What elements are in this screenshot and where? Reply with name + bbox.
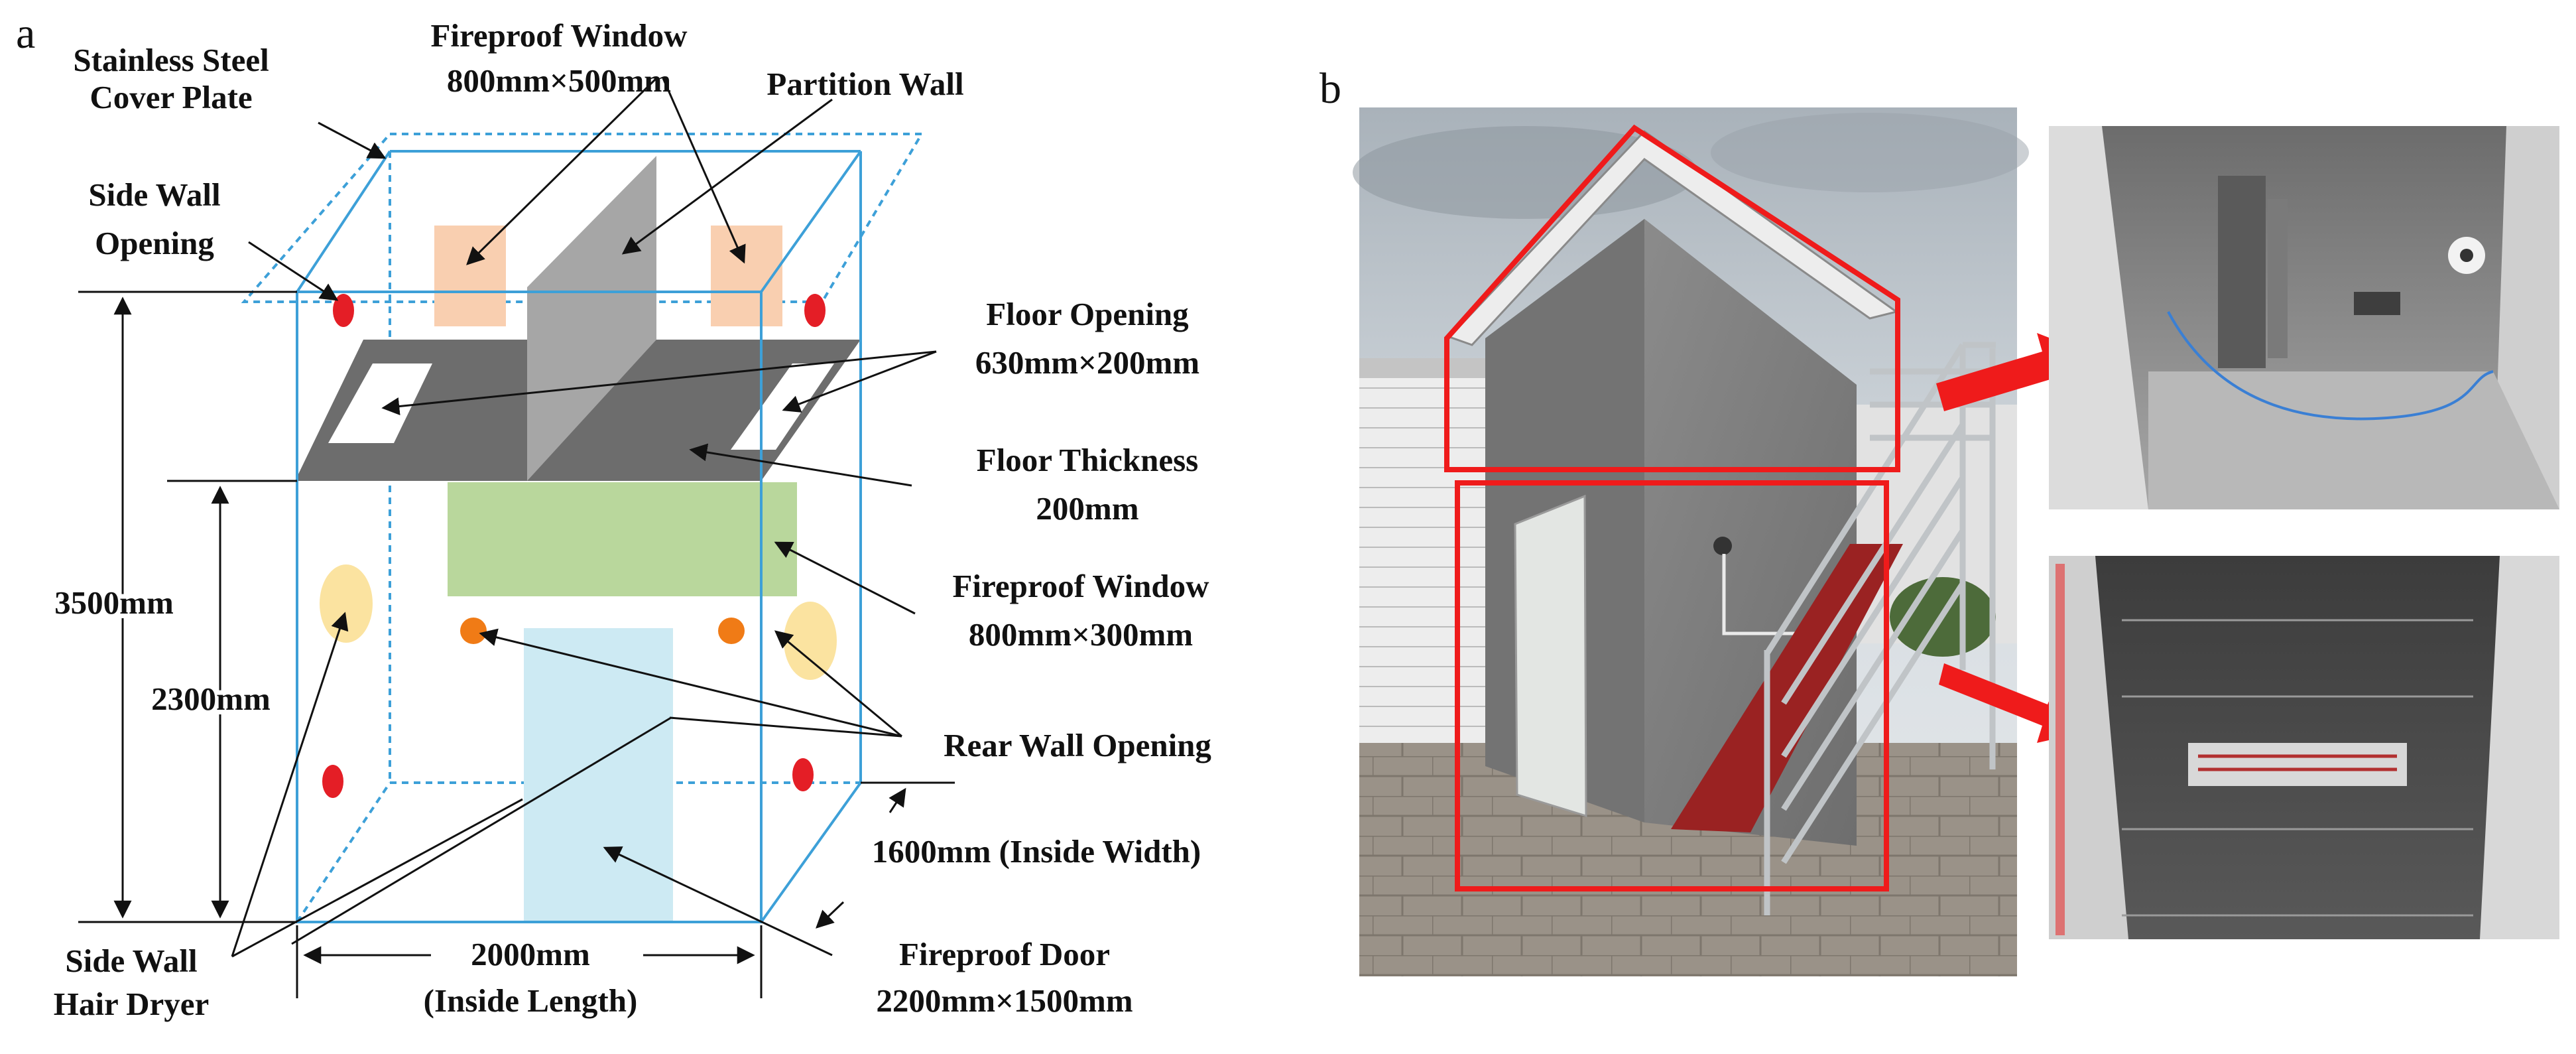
fireproof-window-top-left xyxy=(434,226,506,326)
rear-wall-opening-right xyxy=(718,618,745,644)
label-side-wall-opening-line2: Opening xyxy=(95,225,214,261)
photo-upper-room xyxy=(2049,126,2559,509)
label-floor-opening-line2: 630mm×200mm xyxy=(975,344,1199,381)
label-height-total: 3500mm xyxy=(54,584,174,621)
label-partition-wall: Partition Wall xyxy=(767,66,963,102)
label-floor-thickness-line1: Floor Thickness xyxy=(977,442,1198,478)
label-window-bottom-line2: 800mm×300mm xyxy=(969,616,1193,653)
label-inside-width: 1600mm (Inside Width) xyxy=(872,833,1201,870)
label-floor-thickness-line2: 200mm xyxy=(1036,490,1138,527)
label-rear-wall-opening: Rear Wall Opening xyxy=(944,727,1211,763)
label-fireproof-door-line2: 2200mm×1500mm xyxy=(876,982,1133,1019)
fireproof-door xyxy=(524,628,673,923)
label-window-top-line2: 800mm×500mm xyxy=(447,62,671,99)
label-window-bottom-line1: Fireproof Window xyxy=(952,568,1209,604)
svg-text:2000mm(Inside Length): 2000mm (Inside Length) xyxy=(424,936,638,1019)
stainless-steel-cover-plate xyxy=(241,133,924,303)
label-floor-opening-line1: Floor Opening xyxy=(986,296,1189,332)
side-wall-opening-top-left xyxy=(333,294,354,327)
label-cover-plate-line1: Stainless Steel xyxy=(73,42,269,78)
label-inside-length-line1: 2000mm xyxy=(471,936,590,972)
lower-room-highlight xyxy=(1455,480,1889,891)
label-window-top-line1: Fireproof Window xyxy=(430,17,688,54)
panel-letter-b: b xyxy=(1319,64,1341,113)
photo-lower-room xyxy=(2049,556,2559,939)
side-wall-hair-dryer-right xyxy=(784,602,837,680)
label-hair-dryer-line2: Hair Dryer xyxy=(54,986,209,1022)
upper-room-highlight xyxy=(1444,124,1900,472)
label-side-wall-opening-line1: Side Wall xyxy=(88,176,220,213)
panel-letter-a: a xyxy=(16,9,35,58)
leader-arrows xyxy=(231,77,937,958)
label-height-lower: 2300mm xyxy=(151,681,271,717)
box-front-edges xyxy=(296,150,862,923)
label-fireproof-door-line1: Fireproof Door xyxy=(899,936,1110,972)
side-wall-hair-dryer-left xyxy=(320,564,373,643)
floor-opening-left xyxy=(328,363,432,443)
label-hair-dryer-line1: Side Wall xyxy=(65,943,197,979)
side-wall-opening-top-right xyxy=(804,294,826,327)
label-cover-plate-line2: Cover Plate xyxy=(90,79,252,115)
fireproof-window-bottom xyxy=(448,482,797,596)
dimension-lines xyxy=(78,291,955,998)
rear-wall-opening-left xyxy=(460,618,487,644)
fireproof-window-top-right xyxy=(711,226,782,326)
photo-exterior xyxy=(1353,107,2029,976)
label-inside-length-line2: (Inside Length) xyxy=(424,982,638,1019)
side-wall-opening-bottom-right xyxy=(792,758,814,791)
side-wall-opening-bottom-left xyxy=(322,765,343,798)
